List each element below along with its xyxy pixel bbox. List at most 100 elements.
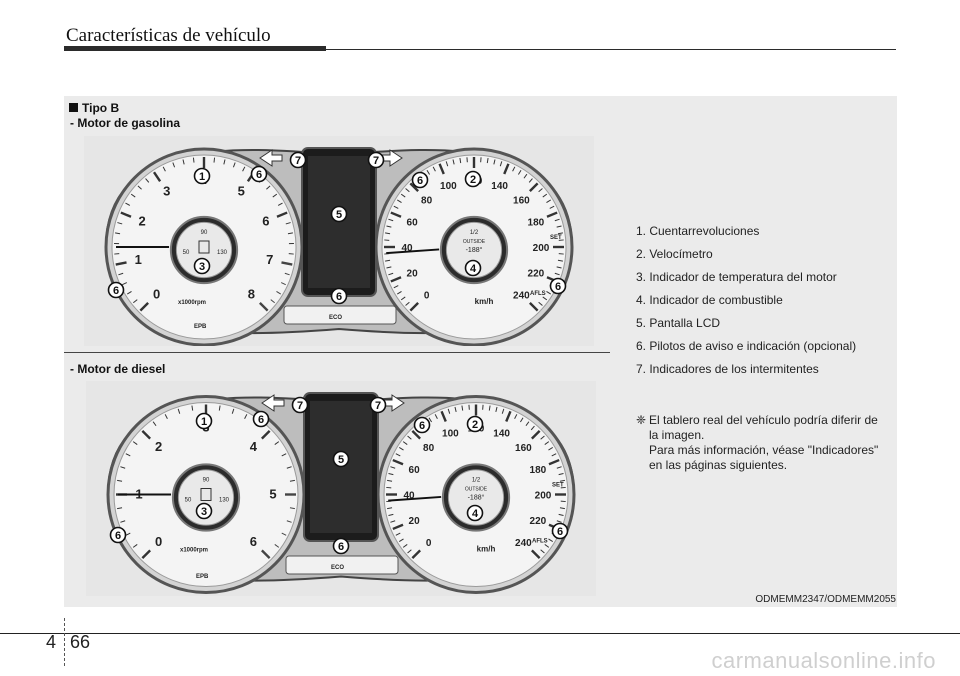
dial-tick (400, 296, 406, 301)
dial-tick (115, 232, 121, 235)
dial-number: 220 (528, 269, 545, 280)
dial-tick (523, 173, 528, 179)
dial-tick (495, 406, 498, 412)
dial-tick (559, 479, 565, 482)
dial-tick (399, 447, 404, 451)
dial-tick (270, 299, 275, 304)
image-code: ODMEMM2347/ODMEMM2055 (755, 594, 896, 605)
dial-tick (445, 161, 449, 167)
dial-tick (538, 188, 543, 193)
callout-number: 6 (336, 291, 342, 303)
callout-marker (195, 412, 213, 430)
dial-tick (434, 414, 438, 419)
dial-tick (388, 272, 394, 276)
dial-tick (407, 435, 412, 440)
dial-tick (395, 453, 401, 457)
dial-tick (162, 166, 166, 172)
legend-item-5: 5. Pantalla LCD (636, 316, 721, 330)
dial-tick (399, 538, 404, 542)
dial-tick (274, 544, 280, 548)
dial-tick (499, 161, 503, 167)
dial-number: 180 (530, 465, 547, 476)
dial-tick (546, 211, 558, 218)
dial-tick (488, 405, 491, 411)
dial-tick (164, 414, 168, 419)
fuel-half-label: 1/2 (472, 478, 481, 484)
note-line-4: en las páginas siguientes. (649, 458, 788, 472)
dial-tick (440, 410, 447, 422)
dial-tick (544, 544, 550, 548)
dial-tick (117, 222, 123, 225)
page-number: 66 (70, 632, 91, 652)
dial-tick (548, 458, 560, 466)
dial-unit: x1000rpm (178, 300, 206, 306)
dial-number: 140 (491, 181, 508, 192)
dial-tick (281, 261, 293, 266)
dial-number: 20 (407, 269, 419, 280)
dial-unit: km/h (475, 297, 494, 306)
dial-tick (127, 290, 132, 295)
dial-unit: km/h (477, 545, 496, 554)
temp-90-label: 90 (201, 230, 208, 236)
callout-number: 4 (470, 263, 477, 275)
dial-number: 60 (407, 217, 419, 228)
dial-tick (428, 417, 433, 423)
section-divider (64, 352, 610, 353)
callout-marker (330, 205, 348, 223)
petrol-cluster-image: 0123456789050130x1000rpm0204060801001201… (84, 136, 594, 346)
dial-needle (388, 495, 442, 502)
dial-number: 240 (513, 290, 530, 301)
dial-tick (244, 414, 248, 419)
dial-tick (393, 285, 399, 289)
set-label: SET (550, 235, 562, 241)
dial-tick (182, 159, 185, 165)
dial-tick (501, 408, 505, 414)
dial-number: 200 (535, 491, 552, 502)
dial-tick (525, 421, 530, 427)
dial-needle (386, 248, 440, 255)
callout-number: 7 (373, 155, 379, 167)
outside-label: OUTSIDE (465, 487, 488, 493)
callout-marker (250, 165, 268, 183)
callout-marker (466, 415, 484, 433)
dial-tick (546, 290, 551, 295)
dial-tick (557, 259, 563, 262)
dial-tick (531, 430, 541, 440)
dial-tick (289, 479, 295, 482)
diesel-cluster-image: 01234569050130x1000rpm020406080100120140… (86, 381, 596, 596)
instrument-cluster-petrol: 0123456789050130x1000rpm0204060801001201… (84, 136, 594, 346)
chapter-number: 4 (46, 632, 57, 652)
dial-tick (115, 261, 127, 266)
callout-number: 3 (201, 506, 207, 518)
footer-divider (64, 618, 65, 666)
dial-tick (261, 549, 271, 559)
dial-number: 20 (409, 516, 421, 527)
dial-number: 4 (250, 439, 258, 454)
dial-tick (276, 211, 288, 218)
dial-tick (493, 159, 496, 165)
callout-marker (369, 396, 387, 414)
dial-number: 80 (421, 196, 433, 207)
header-accent-bar (64, 46, 326, 51)
dial-tick (519, 417, 524, 423)
set-label: SET (552, 483, 564, 489)
dial-tick (554, 272, 560, 276)
dial-tick (261, 430, 271, 440)
dial-tick (385, 232, 391, 235)
dial-tick (529, 302, 539, 312)
dial-tick (387, 507, 393, 510)
diesel-heading: - Motor de diesel (70, 362, 166, 376)
dial-tick (538, 301, 543, 306)
dial-tick (407, 549, 412, 554)
dial-tick (559, 507, 565, 510)
square-bullet-icon (69, 103, 78, 112)
dial-tick (274, 441, 280, 445)
dial-tick (530, 425, 535, 431)
dial-tick (542, 193, 548, 198)
callout-marker (332, 450, 350, 468)
dial-tick (529, 182, 539, 192)
dial-tick (405, 188, 410, 193)
temp-50-label: 50 (183, 250, 190, 256)
dial-tick (386, 266, 392, 269)
dial-tick (125, 202, 131, 206)
